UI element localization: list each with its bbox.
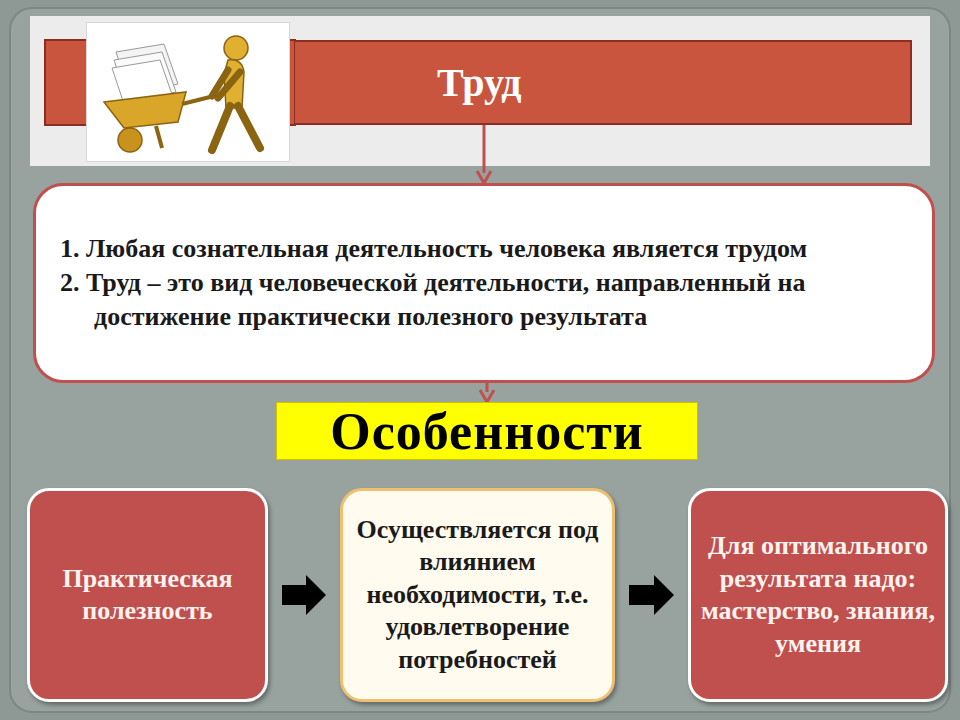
box-text: Осуществляется под влиянием необходимост…: [351, 514, 604, 677]
golden-figure: [212, 36, 260, 150]
feature-box: Осуществляется под влиянием необходимост…: [340, 488, 615, 702]
frame: [10, 8, 950, 712]
arrow-connector: [477, 125, 491, 183]
feature-box: Практическая полезность: [27, 488, 268, 702]
arrow-connector: [480, 383, 494, 402]
wheelbarrow: [104, 92, 214, 152]
box-text: Практическая полезность: [38, 563, 257, 628]
definition-box: 1. Любая сознательная деятельность челов…: [33, 183, 935, 383]
box-text: Для оптимального результата надо: мастер…: [699, 530, 937, 660]
box-text: Особенности: [330, 402, 643, 461]
arrow-connector: [629, 575, 674, 615]
heading-box: Особенности: [276, 402, 698, 460]
title-band: Труд: [295, 40, 912, 125]
header-strip: [30, 16, 930, 166]
box-text: Труд: [437, 59, 522, 106]
box-text: 2. Труд – это вид человеческой деятельно…: [94, 266, 912, 334]
arrow-connector: [282, 575, 326, 615]
box-text: 1. Любая сознательная деятельность челов…: [94, 232, 912, 266]
worker-illustration: [86, 22, 290, 162]
feature-box: Для оптимального результата надо: мастер…: [688, 488, 948, 702]
